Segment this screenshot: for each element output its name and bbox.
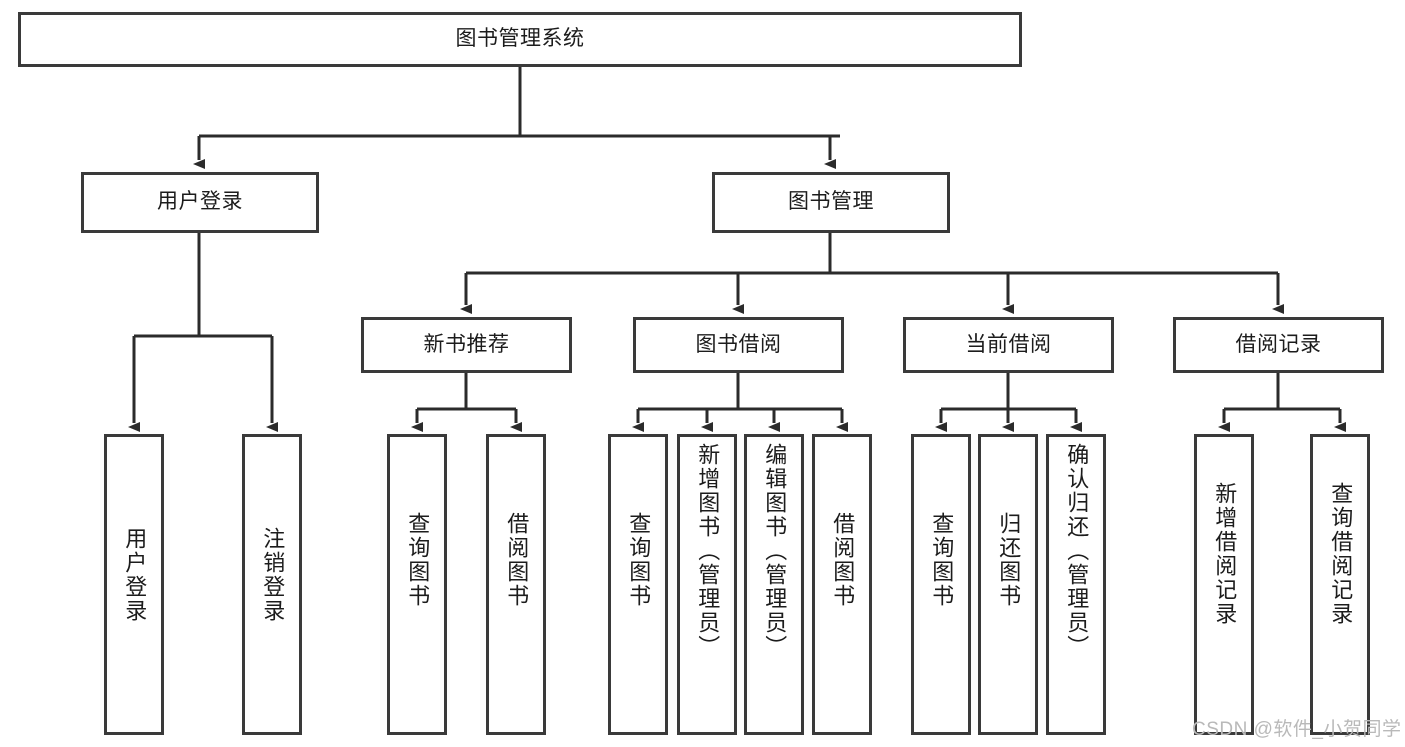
leaf-book-borrow-query[interactable]: 查询图书 xyxy=(608,434,668,735)
leaf-book-borrow-add-label: 新增图书（管理员） xyxy=(695,443,721,659)
leaf-new-book-query-label: 查询图书 xyxy=(405,512,431,608)
leaf-book-borrow-query-label: 查询图书 xyxy=(626,512,652,608)
leaf-current-borrow-query-label: 查询图书 xyxy=(929,512,955,608)
leaf-current-borrow-return-label: 归还图书 xyxy=(996,512,1022,608)
node-current-borrow-label: 当前借阅 xyxy=(965,332,1052,356)
node-borrow-record[interactable]: 借阅记录 xyxy=(1173,317,1384,373)
node-book-management-label: 图书管理 xyxy=(788,190,874,214)
node-user-login[interactable]: 用户登录 xyxy=(81,172,319,233)
node-root-label: 图书管理系统 xyxy=(455,27,585,51)
node-root[interactable]: 图书管理系统 xyxy=(18,12,1022,67)
node-book-borrow-label: 图书借阅 xyxy=(695,332,782,356)
node-user-login-label: 用户登录 xyxy=(157,190,243,214)
node-book-borrow[interactable]: 图书借阅 xyxy=(633,317,844,373)
leaf-current-borrow-return[interactable]: 归还图书 xyxy=(978,434,1038,735)
leaf-borrow-record-query[interactable]: 查询借阅记录 xyxy=(1310,434,1370,735)
leaf-current-borrow-confirm[interactable]: 确认归还（管理员） xyxy=(1046,434,1106,735)
leaf-current-borrow-query[interactable]: 查询图书 xyxy=(911,434,971,735)
leaf-borrow-record-add[interactable]: 新增借阅记录 xyxy=(1194,434,1254,735)
leaf-current-borrow-confirm-label: 确认归还（管理员） xyxy=(1064,443,1090,659)
node-new-book-recommend[interactable]: 新书推荐 xyxy=(361,317,572,373)
leaf-user-login-logout[interactable]: 注销登录 xyxy=(242,434,302,735)
node-current-borrow[interactable]: 当前借阅 xyxy=(903,317,1114,373)
leaf-book-borrow-edit-label: 编辑图书（管理员） xyxy=(762,443,788,659)
leaf-user-login-login-label: 用户登录 xyxy=(122,527,148,623)
leaf-book-borrow-borrow-label: 借阅图书 xyxy=(830,512,856,608)
watermark-text: CSDN @软件_小贺同学 xyxy=(1192,719,1402,740)
node-new-book-recommend-label: 新书推荐 xyxy=(423,332,510,356)
leaf-book-borrow-add[interactable]: 新增图书（管理员） xyxy=(677,434,737,735)
leaf-borrow-record-query-label: 查询借阅记录 xyxy=(1328,482,1354,626)
leaf-borrow-record-add-label: 新增借阅记录 xyxy=(1212,482,1238,626)
leaf-book-borrow-edit[interactable]: 编辑图书（管理员） xyxy=(744,434,804,735)
leaf-user-login-login[interactable]: 用户登录 xyxy=(104,434,164,735)
leaf-new-book-query[interactable]: 查询图书 xyxy=(387,434,447,735)
leaf-new-book-borrow[interactable]: 借阅图书 xyxy=(486,434,546,735)
leaf-new-book-borrow-label: 借阅图书 xyxy=(504,512,530,608)
leaf-book-borrow-borrow[interactable]: 借阅图书 xyxy=(812,434,872,735)
node-book-management[interactable]: 图书管理 xyxy=(712,172,950,233)
leaf-user-login-logout-label: 注销登录 xyxy=(260,527,286,623)
node-borrow-record-label: 借阅记录 xyxy=(1235,332,1322,356)
